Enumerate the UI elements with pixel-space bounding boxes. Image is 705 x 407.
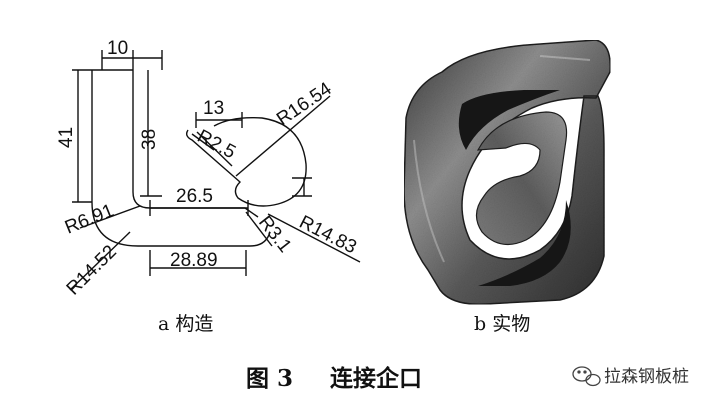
dim-radius-inner-left: R6.91 <box>62 200 117 238</box>
dim-width-top: 10 <box>107 38 128 59</box>
wechat-icon <box>572 366 601 387</box>
panel-b-photo <box>403 39 611 305</box>
leader-r31 <box>245 211 273 247</box>
dim-hook-width: 13 <box>203 98 224 119</box>
panel-a-drawing <box>69 50 361 291</box>
caption-panel-b: b 实物 <box>474 313 530 335</box>
dim-outer-bottom: 28.89 <box>170 250 218 271</box>
leader-r25 <box>191 133 215 151</box>
figure-title: 连接企口 <box>330 365 422 392</box>
leader-r1654 <box>235 95 331 177</box>
steel-gap-lower <box>478 200 571 286</box>
watermark: 拉森钢板桩 <box>572 366 689 387</box>
leader-r691 <box>79 205 141 229</box>
dim-inner-bottom: 26.5 <box>176 186 213 207</box>
dim-radius-inner-right: R3.1 <box>254 212 295 257</box>
interlock-outline-left <box>91 70 271 247</box>
figure-number: 图 3 <box>246 365 293 392</box>
leader-r1452 <box>69 231 131 291</box>
dim-radius-outer-left: R14.52 <box>63 241 121 299</box>
dim-height-outer: 41 <box>56 127 77 148</box>
steel-inner-piece <box>475 111 568 246</box>
interlock-hook <box>185 116 307 207</box>
dim-radius-hook-outer: R16.54 <box>273 78 336 130</box>
dim-height-inner: 38 <box>139 129 160 150</box>
dim-radius-hook-tip: R2.5 <box>194 126 239 163</box>
caption-panel-a: a 构造 <box>158 313 213 335</box>
steel-gap-upper <box>458 90 560 150</box>
dim-radius-outer-right: R14.83 <box>296 212 360 259</box>
hook-inner <box>196 131 233 167</box>
leader-r1483 <box>267 213 361 263</box>
watermark-text: 拉森钢板桩 <box>604 367 689 387</box>
steel-body <box>403 39 611 305</box>
